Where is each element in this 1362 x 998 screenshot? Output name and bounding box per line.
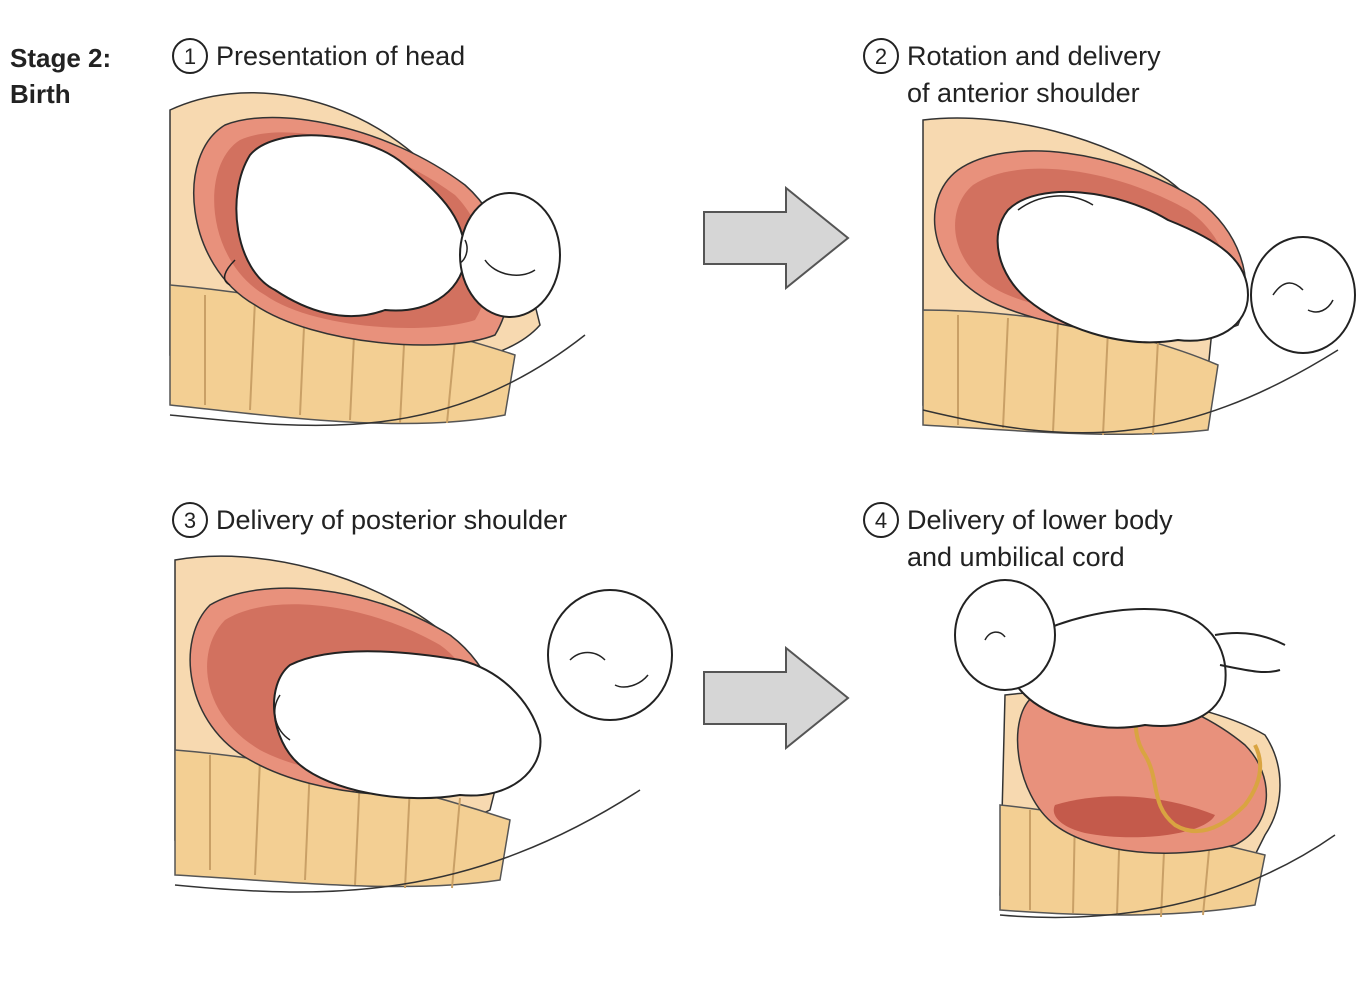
step-2-label-line1: Rotation and delivery	[907, 41, 1161, 71]
caption-step-1: 1 Presentation of head	[172, 38, 465, 75]
spine-illustration	[174, 749, 511, 889]
right-arrow-icon	[703, 186, 850, 290]
right-arrow-icon	[703, 646, 850, 750]
step-1-number-icon: 1	[172, 38, 208, 74]
step-2-label-line2: of anterior shoulder	[907, 78, 1140, 108]
spine-illustration	[169, 284, 516, 425]
caption-step-2: 2 Rotation and delivery of anterior shou…	[863, 38, 1161, 112]
step-4-number-icon: 4	[863, 502, 899, 538]
stage-title-line1: Stage 2:	[10, 43, 112, 73]
stage-title-line2: Birth	[10, 79, 71, 109]
step-2-number-icon: 2	[863, 38, 899, 74]
baby-illustration	[223, 134, 561, 318]
step-1-label: Presentation of head	[216, 41, 466, 71]
panel-2-illustration	[922, 117, 1356, 436]
step-3-label: Delivery of posterior shoulder	[216, 505, 568, 535]
step-4-label-line2: and umbilical cord	[907, 542, 1125, 572]
baby-illustration	[273, 589, 673, 800]
caption-step-3: 3 Delivery of posterior shoulder	[172, 502, 567, 539]
step-3-number-icon: 3	[172, 502, 208, 538]
baby-illustration	[954, 579, 1286, 729]
step-4-label-line1: Delivery of lower body	[907, 505, 1173, 535]
panel-3-illustration	[174, 555, 673, 893]
panel-1-illustration	[169, 92, 586, 427]
caption-step-4: 4 Delivery of lower body and umbilical c…	[863, 502, 1173, 576]
panel-4-illustration	[954, 579, 1336, 919]
baby-illustration	[996, 190, 1356, 354]
stage-title: Stage 2: Birth	[10, 40, 111, 112]
